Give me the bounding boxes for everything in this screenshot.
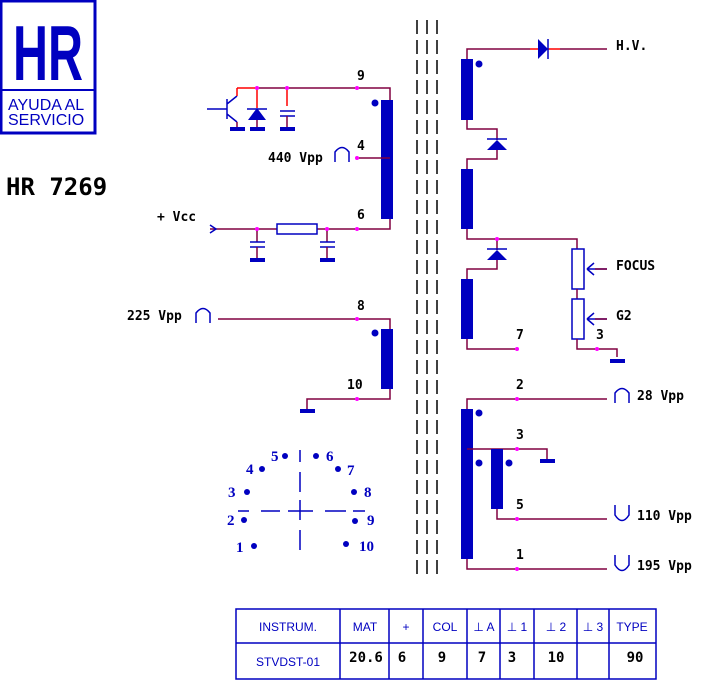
- ground-icon: [610, 359, 625, 363]
- diode-icon: [247, 108, 267, 131]
- pulse-negative-icon: [614, 555, 630, 572]
- th-instrum: INSTRUM.: [259, 620, 317, 634]
- pin-1-label: 1: [516, 548, 524, 563]
- th-mat: MAT: [353, 620, 378, 634]
- th-col: COL: [433, 620, 458, 634]
- diode-icon: [487, 248, 507, 260]
- pin-3-label: 3: [596, 328, 604, 343]
- base-pinout: 1 2 3 4 5 6 7 8 9 10: [227, 449, 375, 556]
- pin-5-label: 5: [516, 498, 524, 513]
- capacitor-icon: [250, 229, 265, 262]
- base-pin-6: 6: [326, 449, 334, 465]
- winding-8-10: 8 10 225 Vpp: [127, 299, 393, 413]
- pin-4-label: 4: [357, 139, 365, 154]
- focus-potentiometer-icon: [571, 248, 585, 290]
- capacitor-icon: [320, 229, 335, 262]
- td-mat: 20.6: [349, 650, 383, 666]
- pin-8-label: 8: [357, 299, 365, 314]
- label-vcc: + Vcc: [157, 210, 196, 225]
- hv-secondary: H.V. FOCUS G2 7 3: [461, 39, 655, 363]
- label-110vpp: 110 Vpp: [637, 509, 692, 524]
- pin-7-label: 7: [516, 328, 524, 343]
- model-title: HR 7269: [6, 173, 107, 201]
- aux-secondary: 2 3 5 1 28 Vpp 110 Vpp 195 Vpp: [461, 378, 692, 574]
- th-type: TYPE: [616, 620, 647, 634]
- pulse-positive-icon: [195, 307, 211, 323]
- pin-3-label: 3: [516, 428, 524, 443]
- base-pin-4: 4: [246, 462, 254, 478]
- transformer-core: [416, 20, 438, 580]
- td-type: 90: [627, 650, 644, 666]
- pin-2-label: 2: [516, 378, 524, 393]
- pin-6-label: 6: [357, 208, 365, 223]
- ground-icon: [300, 409, 315, 413]
- g2-potentiometer-icon: [571, 298, 585, 340]
- pin-9-label: 9: [357, 69, 365, 84]
- primary-winding: 9 4 6 440 Vpp + Vcc: [157, 69, 393, 262]
- diode-icon: [487, 138, 507, 150]
- base-pin-8: 8: [364, 485, 372, 501]
- th-ground-1: ⊥ 1: [507, 620, 528, 634]
- th-ground-a: ⊥ A: [473, 620, 494, 634]
- td-ground-2: 10: [548, 650, 565, 666]
- resistor-icon: [276, 223, 318, 235]
- base-pin-9: 9: [367, 513, 375, 529]
- vcc-input-arrow-icon: [209, 224, 218, 234]
- label-440vpp: 440 Vpp: [268, 151, 323, 166]
- base-pin-10: 10: [359, 539, 374, 555]
- logo-hr: HR: [13, 9, 83, 97]
- label-hv: H.V.: [616, 39, 647, 54]
- base-pin-2: 2: [227, 513, 235, 529]
- base-pin-3: 3: [228, 485, 236, 501]
- label-g2: G2: [616, 309, 632, 324]
- label-225vpp: 225 Vpp: [127, 309, 182, 324]
- logo-line1: AYUDA AL: [8, 97, 84, 114]
- base-pin-7: 7: [347, 463, 355, 479]
- pulse-positive-icon: [334, 146, 350, 162]
- transistor-icon: [207, 88, 245, 131]
- base-pin-1: 1: [236, 540, 244, 556]
- pulse-negative-icon: [614, 505, 630, 522]
- measurement-table: INSTRUM. MAT + COL ⊥ A ⊥ 1 ⊥ 2 ⊥ 3 TYPE …: [235, 608, 657, 680]
- th-plus: +: [402, 620, 409, 634]
- td-col: 9: [438, 650, 446, 666]
- hv-diode-icon: [538, 39, 548, 59]
- td-plus: 6: [398, 650, 406, 666]
- label-195vpp: 195 Vpp: [637, 559, 692, 574]
- capacitor-icon: [280, 110, 295, 131]
- label-28vpp: 28 Vpp: [637, 389, 684, 404]
- td-ground-1: 3: [508, 650, 516, 666]
- logo-line2: SERVICIO: [8, 112, 84, 129]
- label-focus: FOCUS: [616, 259, 655, 274]
- th-ground-2: ⊥ 2: [546, 620, 567, 634]
- base-pin-5: 5: [271, 449, 279, 465]
- hr-logo: HR AYUDA AL SERVICIO: [0, 0, 97, 135]
- td-instrum: STVDST-01: [256, 655, 320, 669]
- th-ground-3: ⊥ 3: [583, 620, 604, 634]
- td-ground-a: 7: [478, 650, 486, 666]
- pulse-positive-icon: [614, 387, 630, 403]
- ground-icon: [540, 459, 555, 463]
- pin-10-label: 10: [347, 378, 363, 393]
